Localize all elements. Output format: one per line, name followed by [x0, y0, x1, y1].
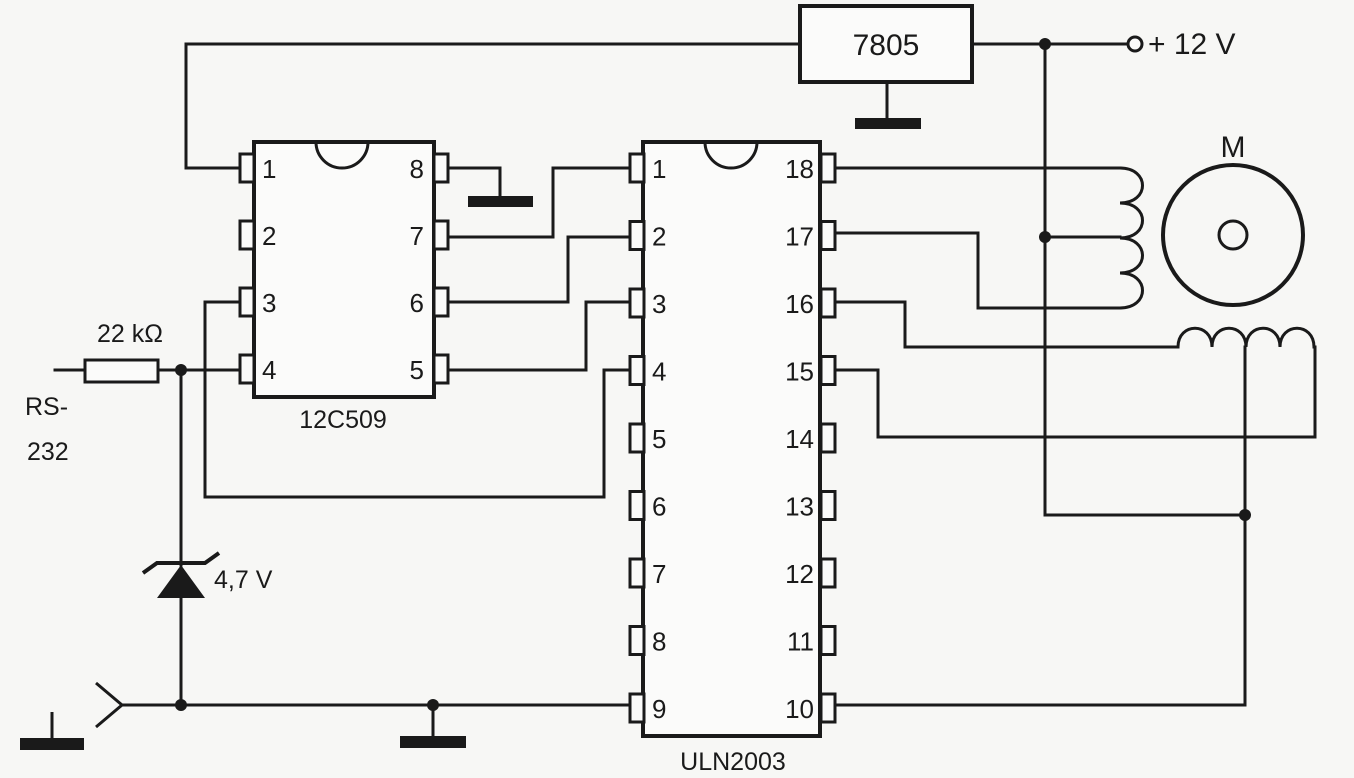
wire-mcu7-uln1 [448, 166, 632, 239]
driver-pin-left [628, 287, 646, 319]
mcu-pin-number: 8 [410, 154, 424, 184]
wire-mcu5-uln3 [448, 300, 632, 372]
mcu-pin-right [432, 286, 450, 318]
motor-coil-1 [1118, 166, 1144, 310]
driver-pin-right [819, 692, 837, 724]
driver-pin-number: 7 [652, 559, 666, 589]
wires [53, 42, 1317, 740]
driver-pin-right [819, 557, 837, 589]
ground-symbol [400, 736, 466, 748]
mcu-pin-right [432, 219, 450, 251]
motor-coil-2 [1176, 326, 1316, 349]
driver-name: ULN2003 [680, 748, 786, 776]
driver-pin-number: 2 [652, 222, 666, 252]
driver-pin-number: 13 [785, 492, 814, 522]
driver-pin-number: 10 [785, 694, 814, 724]
driver-pin-number: 11 [787, 627, 814, 657]
voltage-regulator: 7805 [798, 4, 974, 129]
driver-pin-left [628, 152, 646, 184]
mcu-pin-right [432, 353, 450, 385]
ground-symbol [468, 196, 533, 207]
driver-pin-number: 9 [652, 694, 666, 724]
microcontroller-12c509: 1 2 3 4 8 7 6 5 12C509 [238, 140, 533, 434]
wire-12v-rail [1043, 42, 1247, 517]
junctions [175, 38, 1251, 711]
driver-pin-number: 3 [652, 289, 666, 319]
mcu-pin-left [238, 219, 256, 251]
stepper-motor: M [1118, 131, 1316, 349]
driver-pin-right [819, 355, 837, 386]
driver-pin-number: 8 [652, 627, 666, 657]
wire-mcu3-uln4 [203, 300, 632, 499]
driver-pin-number: 1 [652, 154, 666, 184]
motor-label: M [1221, 131, 1246, 164]
driver-pin-number: 14 [785, 424, 814, 454]
driver-pin-number: 15 [785, 357, 814, 387]
driver-pin-right [819, 490, 837, 521]
driver-pin-left [628, 490, 646, 521]
rs232-input: RS- 232 [25, 393, 69, 466]
driver-pin-number: 16 [785, 289, 814, 319]
driver-pin-number: 4 [652, 357, 666, 387]
ground-symbol [855, 118, 921, 129]
wire-uln16-coil [834, 300, 1180, 349]
driver-pin-right [819, 625, 837, 656]
driver-pin-left [628, 625, 646, 656]
zener-diode: 4,7 V [141, 551, 273, 598]
mcu-pin-number: 4 [262, 355, 276, 385]
input-label-line1: RS- [25, 393, 68, 421]
driver-pin-left [628, 557, 646, 589]
ground-connector [20, 681, 466, 750]
ground-symbol [20, 738, 84, 750]
mcu-pin-number: 5 [410, 355, 424, 385]
mcu-pin-left [238, 353, 256, 385]
mcu-pin-left [238, 286, 256, 318]
wire-uln17-coil [834, 231, 1122, 310]
wire-vcc-mcu [184, 42, 802, 170]
driver-pin-right [819, 220, 837, 251]
resistor-label: 22 kΩ [97, 320, 163, 348]
driver-pin-right [819, 152, 837, 184]
driver-pin-left [628, 220, 646, 251]
supply-terminal: + 12 V [1126, 28, 1236, 61]
driver-pin-number: 17 [785, 222, 814, 252]
driver-pin-number: 18 [785, 154, 814, 184]
mcu-name: 12C509 [299, 406, 387, 434]
driver-pin-right [819, 422, 837, 454]
driver-pin-number: 6 [652, 492, 666, 522]
input-label-line2: 232 [27, 438, 69, 466]
mcu-pin-left [238, 152, 256, 184]
wire-uln15-coil [834, 345, 1317, 439]
driver-pin-left [628, 422, 646, 454]
mcu-pin-number: 7 [410, 221, 424, 251]
driver-pin-number: 12 [785, 559, 814, 589]
driver-pin-left [628, 355, 646, 386]
mcu-pin-number: 3 [262, 288, 276, 318]
regulator-name: 7805 [853, 29, 920, 62]
mcu-pin-right [432, 152, 450, 184]
driver-pin-number: 5 [652, 424, 666, 454]
mcu-pin-number: 6 [410, 288, 424, 318]
supply-label: + 12 V [1148, 28, 1236, 61]
resistor: 22 kΩ [83, 320, 163, 384]
driver-pin-left [628, 692, 646, 724]
mcu-pin-number: 2 [262, 221, 276, 251]
mcu-pin-number: 1 [262, 154, 276, 184]
wire-mcu8-gnd [448, 166, 502, 198]
driver-pin-right [819, 287, 837, 319]
wire-mcu6-uln2 [448, 235, 632, 304]
zener-label: 4,7 V [214, 566, 273, 594]
wire-uln10-return [834, 513, 1247, 707]
